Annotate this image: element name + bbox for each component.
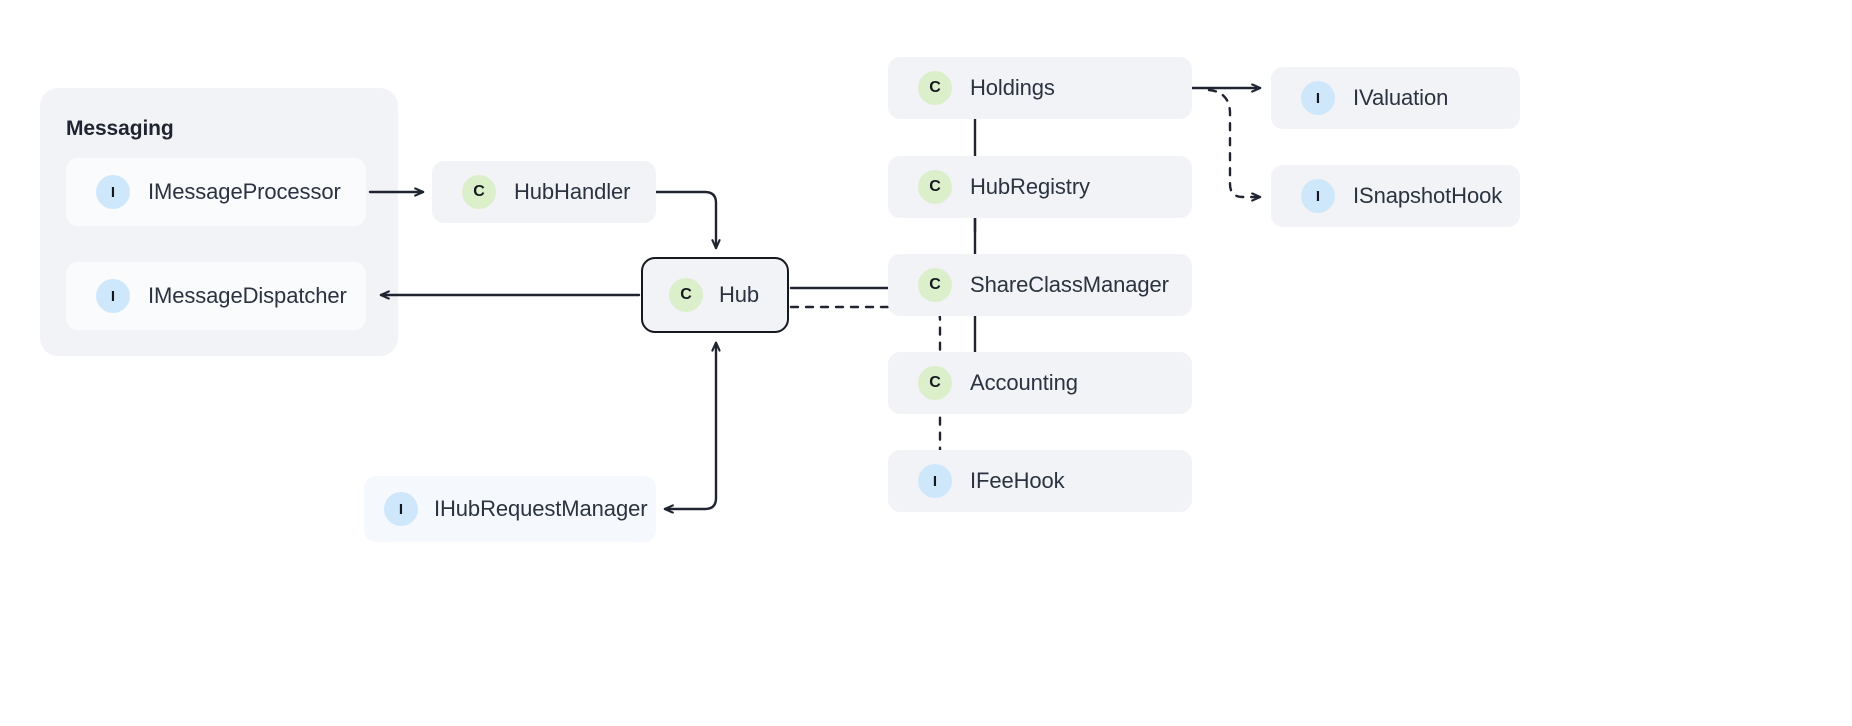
node-label: HubHandler [514, 179, 631, 204]
node-isnapshothook[interactable]: I ISnapshotHook [1271, 165, 1520, 227]
node-ihubrequestmanager[interactable]: I IHubRequestManager [364, 476, 656, 542]
node-imessagedispatcher[interactable]: I IMessageDispatcher [66, 262, 366, 330]
node-hub[interactable]: C Hub [641, 257, 789, 333]
edge-hub-to-ihubrequestmanager [665, 343, 716, 509]
class-badge-icon: C [669, 278, 703, 312]
node-label: IMessageDispatcher [148, 283, 347, 308]
node-ivaluation[interactable]: I IValuation [1271, 67, 1520, 129]
node-label: ShareClassManager [970, 272, 1169, 297]
class-badge-icon: C [918, 71, 952, 105]
interface-badge-icon: I [1301, 179, 1335, 213]
node-label: IHubRequestManager [434, 496, 648, 521]
interface-badge-icon: I [96, 175, 130, 209]
class-badge-icon: C [918, 268, 952, 302]
class-badge-icon: C [462, 175, 496, 209]
node-label: IMessageProcessor [148, 179, 341, 204]
edge-hubhandler-to-hub [654, 190, 716, 248]
interface-badge-icon: I [1301, 81, 1335, 115]
node-label: ISnapshotHook [1353, 183, 1503, 208]
group-messaging-title: Messaging [66, 117, 174, 140]
node-imessageprocessor[interactable]: I IMessageProcessor [66, 158, 366, 226]
node-hubregistry[interactable]: C HubRegistry [888, 156, 1192, 218]
node-label: Holdings [970, 75, 1055, 100]
interface-badge-icon: I [384, 492, 418, 526]
interface-badge-icon: I [918, 464, 952, 498]
node-label: IValuation [1353, 85, 1449, 110]
interface-badge-icon: I [96, 279, 130, 313]
node-label: IFeeHook [970, 468, 1065, 493]
node-ifeehook[interactable]: I IFeeHook [888, 450, 1192, 512]
node-label: Accounting [970, 370, 1078, 395]
class-badge-icon: C [918, 170, 952, 204]
edge-holdings-to-isnapshothook [1207, 88, 1260, 197]
node-holdings[interactable]: C Holdings [888, 57, 1192, 119]
node-label: HubRegistry [970, 174, 1090, 199]
class-badge-icon: C [918, 366, 952, 400]
node-accounting[interactable]: C Accounting [888, 352, 1192, 414]
node-label: Hub [719, 282, 760, 307]
node-shareclassmanager[interactable]: C ShareClassManager [888, 254, 1192, 316]
node-hubhandler[interactable]: C HubHandler [432, 161, 656, 223]
